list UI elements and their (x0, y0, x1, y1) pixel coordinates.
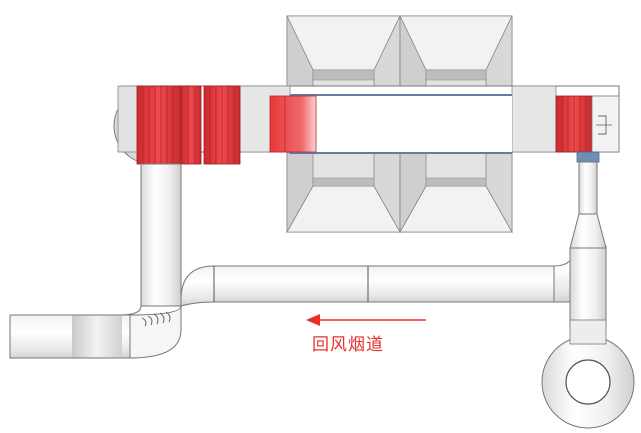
return-flue-label: 回风烟道 (312, 335, 384, 355)
outlet-pipe-left (9, 305, 182, 359)
return-flue-duct (180, 245, 607, 307)
heater-section-1 (136, 85, 182, 165)
heater-section-5 (555, 95, 593, 153)
hopper-panel-bottom-left (286, 152, 401, 234)
heater-section-2 (180, 85, 202, 165)
heater-section-4 (269, 95, 317, 153)
heater-section-3 (203, 85, 241, 165)
return-flow-arrow (306, 314, 426, 326)
hopper-panel-top-right (399, 15, 513, 96)
fan-housing (541, 319, 635, 429)
end-damper (591, 95, 620, 153)
right-vertical-pipe (569, 151, 607, 329)
